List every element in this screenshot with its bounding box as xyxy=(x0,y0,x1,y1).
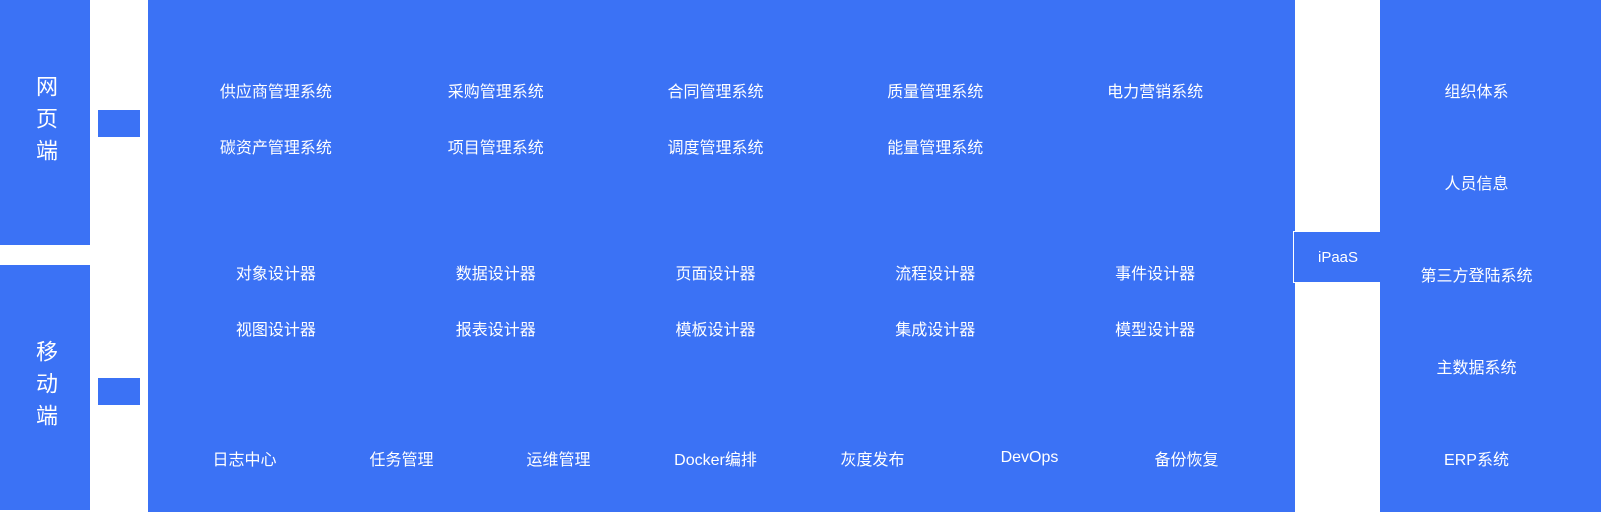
mobile-client-panel: 移动端 xyxy=(0,265,90,510)
ops-label: 灰度发布 xyxy=(840,452,905,469)
right-item-label: 第三方登陆系统 xyxy=(1420,268,1533,285)
web-connector xyxy=(98,110,140,137)
system-label: 合同管理系统 xyxy=(667,84,764,101)
right-item-label: ERP系统 xyxy=(1444,452,1509,469)
designer-label: 对象设计器 xyxy=(235,266,316,283)
right-item: 第三方登陆系统 xyxy=(1380,228,1573,320)
system-label: 调度管理系统 xyxy=(667,140,764,157)
business-systems-row-2: 碳资产管理系统 项目管理系统 调度管理系统 能量管理系统 xyxy=(148,134,1295,158)
designers-row-1: 对象设计器 数据设计器 页面设计器 流程设计器 事件设计器 xyxy=(148,260,1295,284)
right-item: 人员信息 xyxy=(1380,136,1573,228)
designer-label: 事件设计器 xyxy=(1115,266,1196,283)
ops-label: Docker编排 xyxy=(674,452,757,469)
designer-label: 数据设计器 xyxy=(455,266,536,283)
system-label: 质量管理系统 xyxy=(887,84,984,101)
right-item: 组织体系 xyxy=(1380,44,1573,136)
designers-row-2: 视图设计器 报表设计器 模板设计器 集成设计器 模型设计器 xyxy=(148,316,1295,340)
system-label: 碳资产管理系统 xyxy=(219,140,332,157)
ops-row: 日志中心 任务管理 运维管理 Docker编排 灰度发布 DevOps 备份恢复 xyxy=(148,446,1295,470)
right-panel: 组织体系 人员信息 第三方登陆系统 主数据系统 ERP系统 xyxy=(1380,0,1601,512)
system-label: 供应商管理系统 xyxy=(219,84,332,101)
web-client-panel: 网页端 xyxy=(0,0,90,245)
right-item-label: 主数据系统 xyxy=(1436,360,1517,377)
ops-label: 运维管理 xyxy=(526,452,591,469)
right-item-label: 组织体系 xyxy=(1444,84,1509,101)
system-label: 采购管理系统 xyxy=(447,84,544,101)
right-item: ERP系统 xyxy=(1380,412,1573,504)
ops-label: DevOps xyxy=(1000,449,1059,466)
right-item-label: 人员信息 xyxy=(1444,176,1509,193)
right-item: 主数据系统 xyxy=(1380,320,1573,412)
mobile-client-label: 移动端 xyxy=(33,339,58,436)
designer-label: 页面设计器 xyxy=(675,266,756,283)
main-panel: 供应商管理系统 采购管理系统 合同管理系统 质量管理系统 电力营销系统 碳资产管… xyxy=(148,0,1295,512)
system-label: 电力营销系统 xyxy=(1107,84,1204,101)
designer-label: 报表设计器 xyxy=(455,322,536,339)
ops-label: 日志中心 xyxy=(212,452,277,469)
designer-label: 集成设计器 xyxy=(895,322,976,339)
ops-label: 备份恢复 xyxy=(1154,452,1219,469)
web-client-label: 网页端 xyxy=(33,74,58,171)
ops-label: 任务管理 xyxy=(369,452,434,469)
system-label: 项目管理系统 xyxy=(447,140,544,157)
designer-label: 模型设计器 xyxy=(1115,322,1196,339)
business-systems-row-1: 供应商管理系统 采购管理系统 合同管理系统 质量管理系统 电力营销系统 xyxy=(148,78,1295,102)
designer-label: 流程设计器 xyxy=(895,266,976,283)
mobile-connector xyxy=(98,378,140,405)
system-label: 能量管理系统 xyxy=(887,140,984,157)
designer-label: 视图设计器 xyxy=(235,322,316,339)
designer-label: 模板设计器 xyxy=(675,322,756,339)
ipaas-box: iPaaS xyxy=(1293,231,1383,283)
ipaas-label: iPaaS xyxy=(1317,248,1359,266)
